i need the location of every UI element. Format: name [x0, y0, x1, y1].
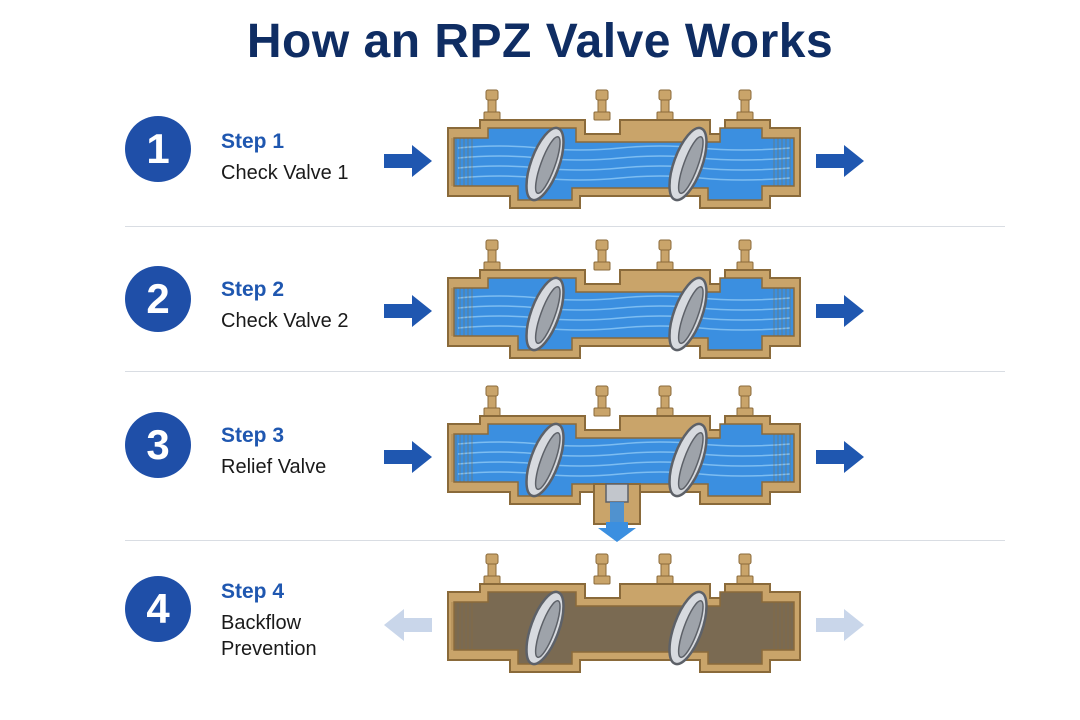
step-title: Step 3	[221, 424, 285, 447]
step-2: 2 Step 2 Check Valve 2	[0, 226, 1080, 376]
valve-diagram	[384, 553, 864, 673]
page-title: How an RPZ Valve Works	[246, 15, 834, 68]
inlet-arrow-icon	[384, 609, 432, 641]
test-cock-nut-icon	[736, 575, 754, 585]
test-cock-nut-icon	[593, 575, 611, 585]
water-ripple-icon	[457, 441, 791, 447]
water-ripple-icon	[457, 471, 791, 477]
check-valve-spring-icon	[534, 599, 561, 659]
divider	[125, 226, 1005, 227]
step-number-badge: 2	[125, 266, 191, 332]
water-ripple-icon	[457, 451, 791, 457]
test-cock-nut-icon	[593, 261, 611, 271]
check-valve-spring-icon	[534, 135, 561, 195]
step-number-badge: 4	[125, 576, 191, 642]
test-cock-cap-icon	[658, 385, 672, 397]
step-number-badge: 1	[125, 116, 191, 182]
test-cock-nut-icon	[483, 261, 501, 271]
step-label: Relief Valve	[221, 456, 327, 478]
inlet-arrow-icon	[384, 295, 432, 327]
outlet-arrow-icon	[816, 145, 864, 177]
water-ripple-icon	[457, 295, 791, 301]
test-cock-cap-icon	[658, 553, 672, 565]
outlet-arrow-icon	[816, 295, 864, 327]
step-title: Step 4	[221, 580, 285, 603]
test-cock-nut-icon	[736, 261, 754, 271]
check-valve-spring-icon	[534, 285, 561, 345]
test-cock-nut-icon	[656, 407, 674, 417]
test-cock-nut-icon	[483, 575, 501, 585]
test-cock-nut-icon	[593, 111, 611, 121]
step-label: Check Valve 2	[221, 310, 349, 332]
check-valve-spring-icon	[677, 285, 704, 345]
test-cock-cap-icon	[485, 89, 499, 101]
step-label: Backflow Prevention	[221, 612, 317, 660]
step-title: Step 1	[221, 130, 285, 153]
step-label: Check Valve 1	[221, 162, 349, 184]
divider	[125, 371, 1005, 372]
valve-diagram	[384, 89, 864, 209]
test-cock-cap-icon	[658, 89, 672, 101]
water-ripple-icon	[457, 145, 791, 151]
relief-discharge-arrow-icon	[598, 522, 636, 542]
water-ripple-icon	[457, 325, 791, 331]
test-cock-nut-icon	[736, 111, 754, 121]
water-ripple-icon	[457, 461, 791, 467]
water-ripple-icon	[457, 315, 791, 321]
check-valve-spring-icon	[677, 599, 704, 659]
test-cock-cap-icon	[595, 385, 609, 397]
test-cock-nut-icon	[483, 407, 501, 417]
check-valve-spring-icon	[677, 431, 704, 491]
check-valve-spring-icon	[677, 135, 704, 195]
relief-valve-piston-icon	[605, 483, 629, 503]
water-ripple-icon	[457, 155, 791, 161]
step-title: Step 2	[221, 278, 285, 301]
test-cock-cap-icon	[738, 239, 752, 251]
valve-diagram	[384, 239, 864, 359]
test-cock-cap-icon	[658, 239, 672, 251]
test-cock-cap-icon	[485, 239, 499, 251]
outlet-arrow-icon	[816, 609, 864, 641]
water-ripple-icon	[457, 305, 791, 311]
test-cock-nut-icon	[736, 407, 754, 417]
test-cock-nut-icon	[656, 111, 674, 121]
test-cock-cap-icon	[485, 385, 499, 397]
test-cock-cap-icon	[738, 553, 752, 565]
water-ripple-icon	[457, 175, 791, 181]
test-cock-nut-icon	[483, 111, 501, 121]
valve-diagram	[384, 385, 864, 542]
step-number-badge: 3	[125, 412, 191, 478]
step-3: 3 Step 3 Relief Valve	[0, 372, 1080, 542]
water-ripple-icon	[457, 165, 791, 171]
outlet-arrow-icon	[816, 441, 864, 473]
step-1: 1 Step 1 Check Valve 1	[0, 76, 1080, 226]
step-4: 4 Step 4 Backflow Prevention	[0, 540, 1080, 690]
test-cock-nut-icon	[593, 407, 611, 417]
test-cock-nut-icon	[656, 261, 674, 271]
test-cock-cap-icon	[738, 385, 752, 397]
test-cock-cap-icon	[595, 553, 609, 565]
test-cock-cap-icon	[595, 89, 609, 101]
divider	[125, 540, 1005, 541]
test-cock-cap-icon	[595, 239, 609, 251]
inlet-arrow-icon	[384, 145, 432, 177]
relief-discharge-icon	[610, 502, 624, 524]
test-cock-cap-icon	[485, 553, 499, 565]
check-valve-spring-icon	[534, 431, 561, 491]
test-cock-cap-icon	[738, 89, 752, 101]
test-cock-nut-icon	[656, 575, 674, 585]
inlet-arrow-icon	[384, 441, 432, 473]
